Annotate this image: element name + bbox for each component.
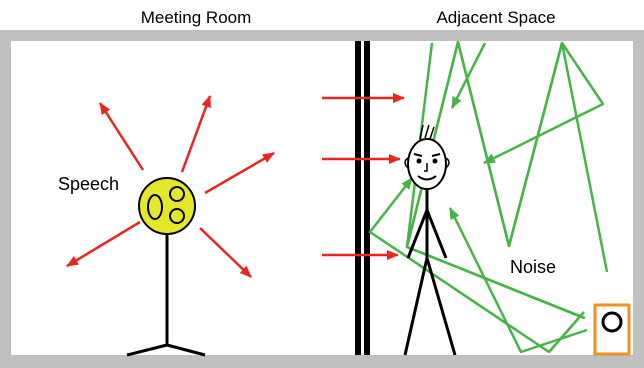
speaker-leg-right	[167, 345, 205, 355]
speaker-icon	[595, 305, 629, 354]
noise-paths	[370, 42, 607, 352]
speech-label: Speech	[58, 174, 119, 194]
noise-label: Noise	[510, 257, 556, 277]
speech-arrow	[100, 103, 143, 170]
listener-leg-left	[405, 258, 427, 355]
listener-eye	[417, 159, 422, 164]
left-wall	[0, 30, 11, 368]
listener-eye	[433, 159, 438, 164]
speech-arrow	[182, 96, 210, 172]
listener-arm-right	[427, 210, 446, 258]
partition-wall-gap	[361, 41, 364, 355]
speech-arrow	[67, 222, 140, 266]
adjacent-space-title: Adjacent Space	[436, 8, 555, 27]
listener-person-icon	[405, 125, 455, 355]
listener-hair	[420, 125, 434, 139]
floor	[0, 355, 644, 368]
ceiling	[0, 30, 644, 41]
right-wall	[633, 30, 644, 368]
noise-path	[452, 43, 485, 108]
meeting-room-title: Meeting Room	[141, 8, 252, 27]
partition-wall	[355, 41, 370, 355]
listener-leg-right	[427, 258, 455, 355]
speech-arrow	[205, 153, 274, 193]
speaker-leg-left	[127, 345, 167, 355]
speech-arrow	[200, 228, 251, 277]
room-frame	[0, 30, 644, 368]
talking-person-icon	[127, 178, 205, 355]
